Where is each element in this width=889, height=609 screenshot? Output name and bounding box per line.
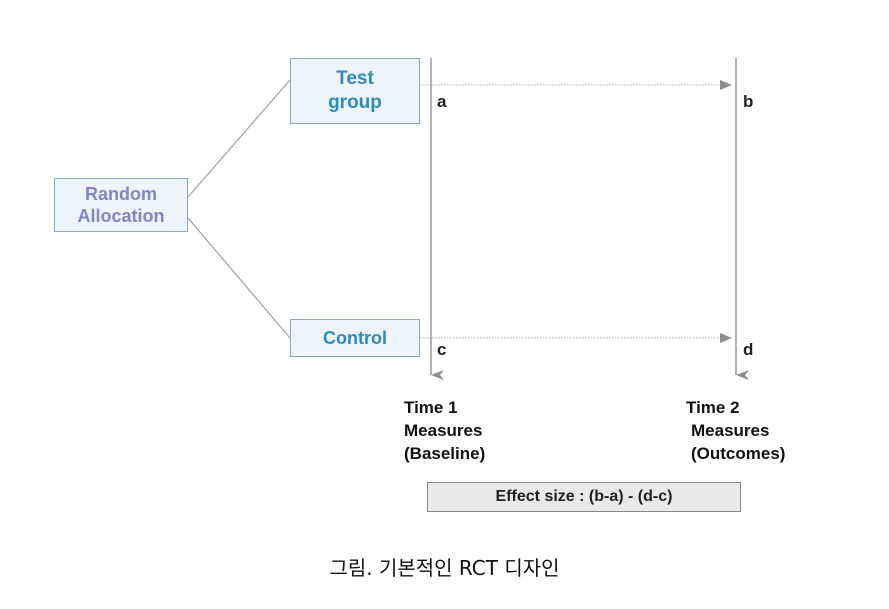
test-group-line-1: Test [336,68,374,90]
time1-measures: Measures [404,421,483,440]
effect-size-text: Effect size : (b-a) - (d-c) [495,488,673,505]
time2-label: Time 2 Measures (Outcomes) [686,396,785,465]
test-group-line-2: group [328,92,382,113]
control-box: Control [290,319,420,357]
figure-caption: 그림. 기본적인 RCT 디자인 [329,556,560,580]
random-allocation-line-2: Allocation [77,206,165,226]
effect-size-box: Effect size : (b-a) - (d-c) [427,482,741,512]
time2-title: Time 2 [686,398,740,417]
control-label: Control [323,327,387,348]
point-b: b [743,92,754,111]
point-c: c [437,340,447,359]
random-allocation-box: Random Allocation [54,178,188,232]
test-group-box: Test group [290,58,420,124]
random-allocation-line-1: Random [84,183,157,204]
point-a: a [437,92,447,111]
time1-title: Time 1 [404,398,458,417]
time1-label: Time 1 Measures (Baseline) [404,396,485,465]
time2-outcomes: (Outcomes) [691,444,786,463]
point-d: d [743,340,754,359]
branch-line-test [187,79,291,198]
time2-measures: Measures [691,421,770,440]
time1-baseline: (Baseline) [404,444,486,463]
branch-line-control [187,217,291,339]
